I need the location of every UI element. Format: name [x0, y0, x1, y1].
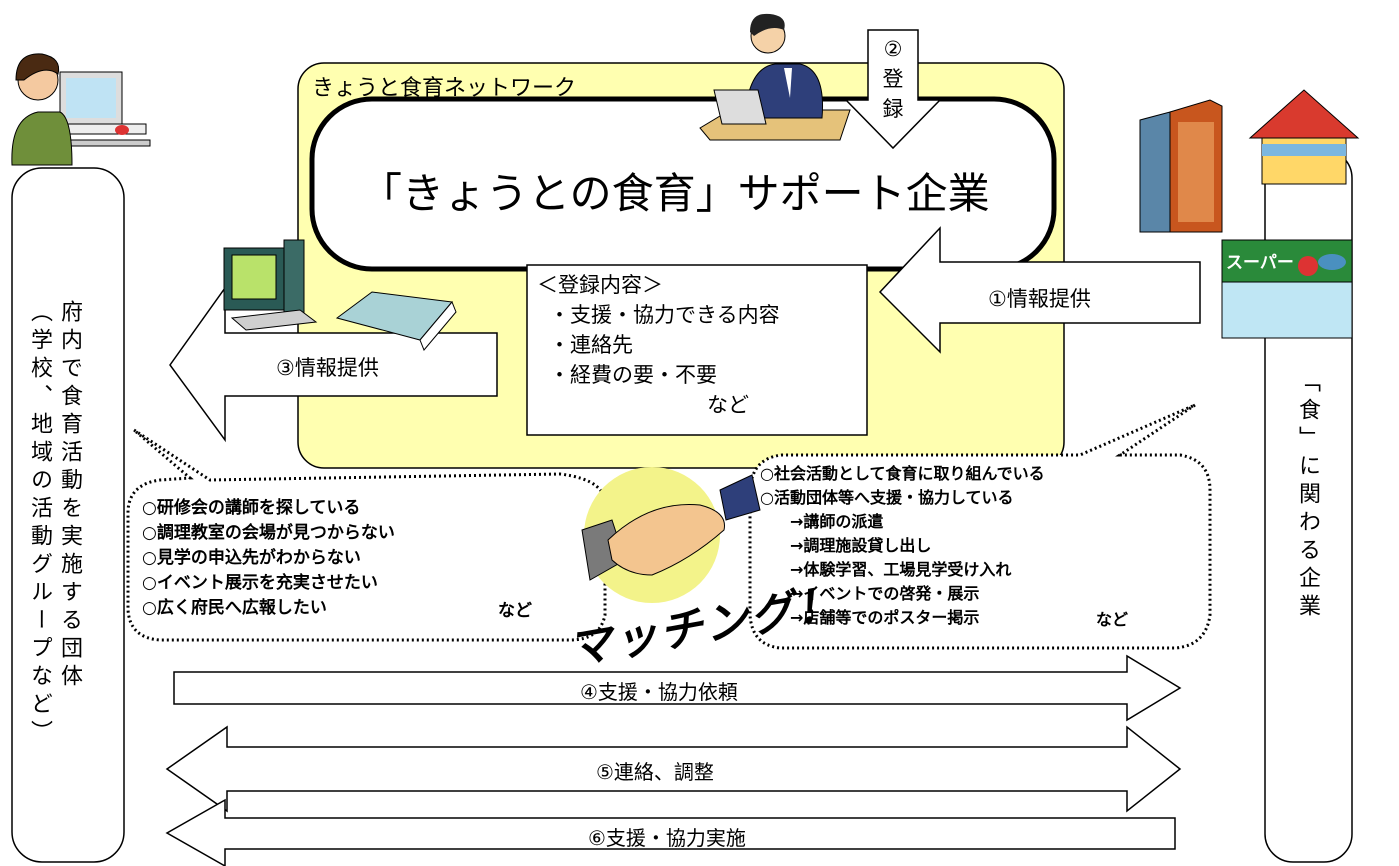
- register-label: ② 登 録: [878, 34, 908, 124]
- coordination-label: ⑤連絡、調整: [596, 760, 714, 784]
- businessman-icon: [699, 13, 851, 141]
- support-bubble: [748, 403, 1212, 650]
- info-label-3: ③情報提供: [276, 356, 379, 380]
- registration-details: ＜登録内容＞ ・支援・協力できる内容 ・連絡先 ・経費の要・不要 など: [537, 270, 780, 420]
- support-item: →講師の派遣: [790, 512, 884, 531]
- support-item: →イベントでの啓発・展示: [790, 584, 980, 603]
- organizations-line-2: （学校、地域の活動グループなど）: [27, 300, 52, 748]
- companies-label: 「食」に関わる企業: [1295, 370, 1320, 622]
- register-arrow: [844, 29, 942, 150]
- support-item: ○活動団体等へ支援・協力している: [760, 488, 1014, 507]
- support-item: ○社会活動として食育に取り組んでいる: [760, 464, 1045, 483]
- supermarket-sign: スーパー: [1226, 253, 1294, 273]
- needs-bubble: [126, 428, 607, 642]
- support-item: →店舗等でのポスター掲示: [790, 608, 980, 627]
- registration-etc: など: [707, 393, 749, 417]
- support-etc: など: [1096, 610, 1129, 629]
- register-char-1: 登: [882, 67, 904, 91]
- request-label: ④支援・協力依頼: [580, 680, 738, 704]
- network-title: きょうと食育ネットワーク: [312, 76, 577, 101]
- info-arrow-3: [169, 285, 498, 443]
- needs-item: ○見学の申込先がわからない: [142, 548, 361, 568]
- computer-icon: [223, 239, 318, 331]
- register-char-2: 録: [882, 97, 904, 121]
- coordination-arrow: [165, 725, 1182, 813]
- registration-item: ・経費の要・不要: [549, 363, 717, 387]
- implementation-label: ⑥支援・協力実施: [588, 826, 746, 850]
- supermarket-icon: [1221, 239, 1353, 339]
- registration-title: ＜登録内容＞: [537, 273, 663, 297]
- needs-etc: など: [498, 601, 532, 621]
- needs-list: ○研修会の講師を探している ○調理教室の会場が見つからない ○見学の申込先がわか…: [142, 496, 395, 621]
- info-label-1: ①情報提供: [988, 287, 1091, 311]
- support-item: →調理施設貸し出し: [790, 536, 932, 555]
- implementation-arrow: [165, 798, 1176, 866]
- booklet-icon: [335, 291, 457, 351]
- person-at-laptop-icon: [11, 53, 151, 166]
- registration-item: ・連絡先: [549, 333, 633, 357]
- needs-item: ○イベント展示を充実させたい: [142, 573, 378, 593]
- handshake-icon: [581, 467, 761, 603]
- needs-item: ○広く府民へ広報したい: [142, 598, 327, 618]
- support-item: →体験学習、工場見学受け入れ: [790, 560, 1012, 579]
- info-arrow-1: [878, 226, 1201, 354]
- register-number: ②: [883, 37, 903, 61]
- organizations-label: 府内で食育活動を実施する団体 （学校、地域の活動グループなど）: [24, 300, 84, 780]
- left-column-box: [11, 167, 125, 863]
- request-arrow: [173, 654, 1182, 722]
- needs-item: ○研修会の講師を探している: [142, 498, 361, 518]
- needs-item: ○調理教室の会場が見つからない: [142, 523, 395, 543]
- office-building-icon: [1139, 99, 1223, 233]
- registration-box: [526, 264, 868, 436]
- support-list: ○社会活動として食育に取り組んでいる ○活動団体等へ支援・協力している →講師の…: [760, 462, 1045, 630]
- restaurant-icon: [1248, 89, 1360, 185]
- central-title: 「きょうとの食育」サポート企業: [360, 169, 990, 218]
- registration-item: ・支援・協力できる内容: [549, 303, 780, 327]
- organizations-line-1: 府内で食育活動を実施する団体: [57, 300, 82, 692]
